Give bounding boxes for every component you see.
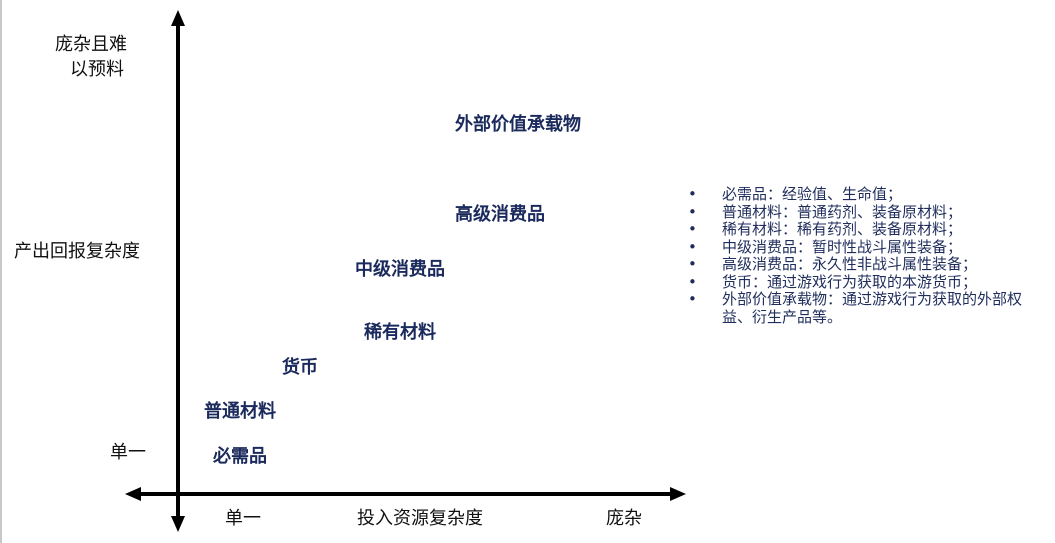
y-axis-top-label-2: 以预料 [70, 59, 124, 80]
legend-item: 普通材料：普通药剂、装备原材料； [688, 203, 1042, 222]
x-axis-title: 投入资源复杂度 [357, 508, 483, 529]
y-axis-arrow-up [171, 10, 185, 26]
legend-item: 稀有材料：稀有药剂、装备原材料； [688, 220, 1042, 239]
y-axis-top-label-1: 庞杂且难 [55, 34, 127, 55]
item-common-material: 普通材料 [204, 401, 276, 422]
legend-list: 必需品：经验值、生命值； 普通材料：普通药剂、装备原材料； 稀有材料：稀有药剂、… [688, 185, 1042, 326]
item-currency: 货币 [282, 357, 318, 378]
item-necessity: 必需品 [213, 446, 267, 467]
x-axis-arrow-right [670, 487, 686, 501]
x-axis-right-label: 庞杂 [606, 508, 642, 529]
item-mid-consumable: 中级消费品 [355, 259, 445, 280]
legend-item: 外部价值承载物：通过游戏行为获取的外部权益、衍生产品等。 [688, 290, 1042, 326]
item-rare-material: 稀有材料 [364, 322, 436, 343]
item-external-value: 外部价值承载物 [455, 114, 581, 135]
legend-item: 高级消费品：永久性非战斗属性装备； [688, 255, 1042, 274]
item-high-consumable: 高级消费品 [455, 204, 545, 225]
y-axis-bottom-label: 单一 [110, 442, 146, 463]
x-axis-arrow-left [125, 487, 141, 501]
y-axis-title: 产出回报复杂度 [14, 241, 140, 262]
y-axis-arrow-down [171, 516, 185, 532]
x-axis-left-label: 单一 [225, 508, 261, 529]
legend-item: 必需品：经验值、生命值； [688, 185, 1042, 204]
legend-item: 货币：通过游戏行为获取的本游货币； [688, 273, 1042, 292]
legend-item: 中级消费品：暂时性战斗属性装备； [688, 238, 1042, 257]
left-border [0, 0, 2, 543]
